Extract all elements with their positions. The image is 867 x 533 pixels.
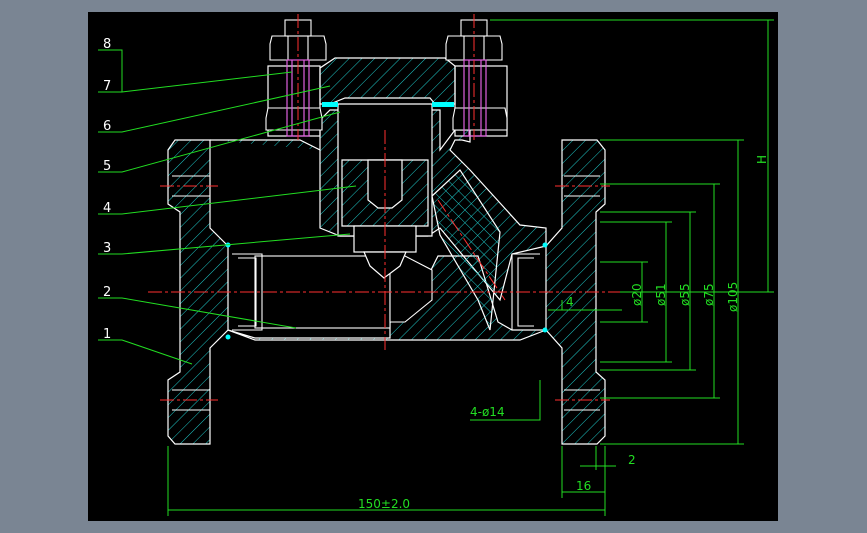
dim-four: 4	[566, 295, 574, 309]
callout-1: 1	[103, 327, 111, 342]
dim-phi20: ø20	[630, 283, 644, 306]
callout-2: 2	[103, 285, 111, 300]
dim-phi51: ø51	[654, 283, 668, 306]
callout-4: 4	[103, 201, 111, 216]
leader-lines	[98, 49, 357, 365]
dimension-lines	[167, 19, 774, 516]
callout-8: 8	[103, 37, 111, 52]
callout-6: 6	[103, 119, 111, 134]
centerlines	[148, 14, 622, 401]
callout-7: 7	[103, 79, 111, 94]
bolts	[265, 19, 508, 131]
dim-two: 2	[628, 453, 636, 467]
callout-3: 3	[103, 241, 111, 256]
dimension-texts: ø20 ø51 ø55 ø75 ø105 H 4 4-ø14 2 16 150±…	[358, 155, 769, 511]
dim-phi105: ø105	[726, 282, 740, 312]
flange-holes	[172, 175, 600, 411]
cover	[319, 57, 456, 105]
gaskets	[225, 102, 548, 340]
seat-web	[431, 169, 501, 331]
dim-length: 150±2.0	[358, 497, 410, 511]
dim-height: H	[755, 155, 769, 164]
dim-holes: 4-ø14	[470, 405, 505, 419]
callout-5: 5	[103, 159, 111, 174]
dim-phi55: ø55	[678, 283, 692, 306]
callout-numbers: 8 7 6 5 4 3 2 1	[103, 37, 111, 342]
dim-sixteen: 16	[576, 479, 591, 493]
dim-phi75: ø75	[702, 283, 716, 306]
